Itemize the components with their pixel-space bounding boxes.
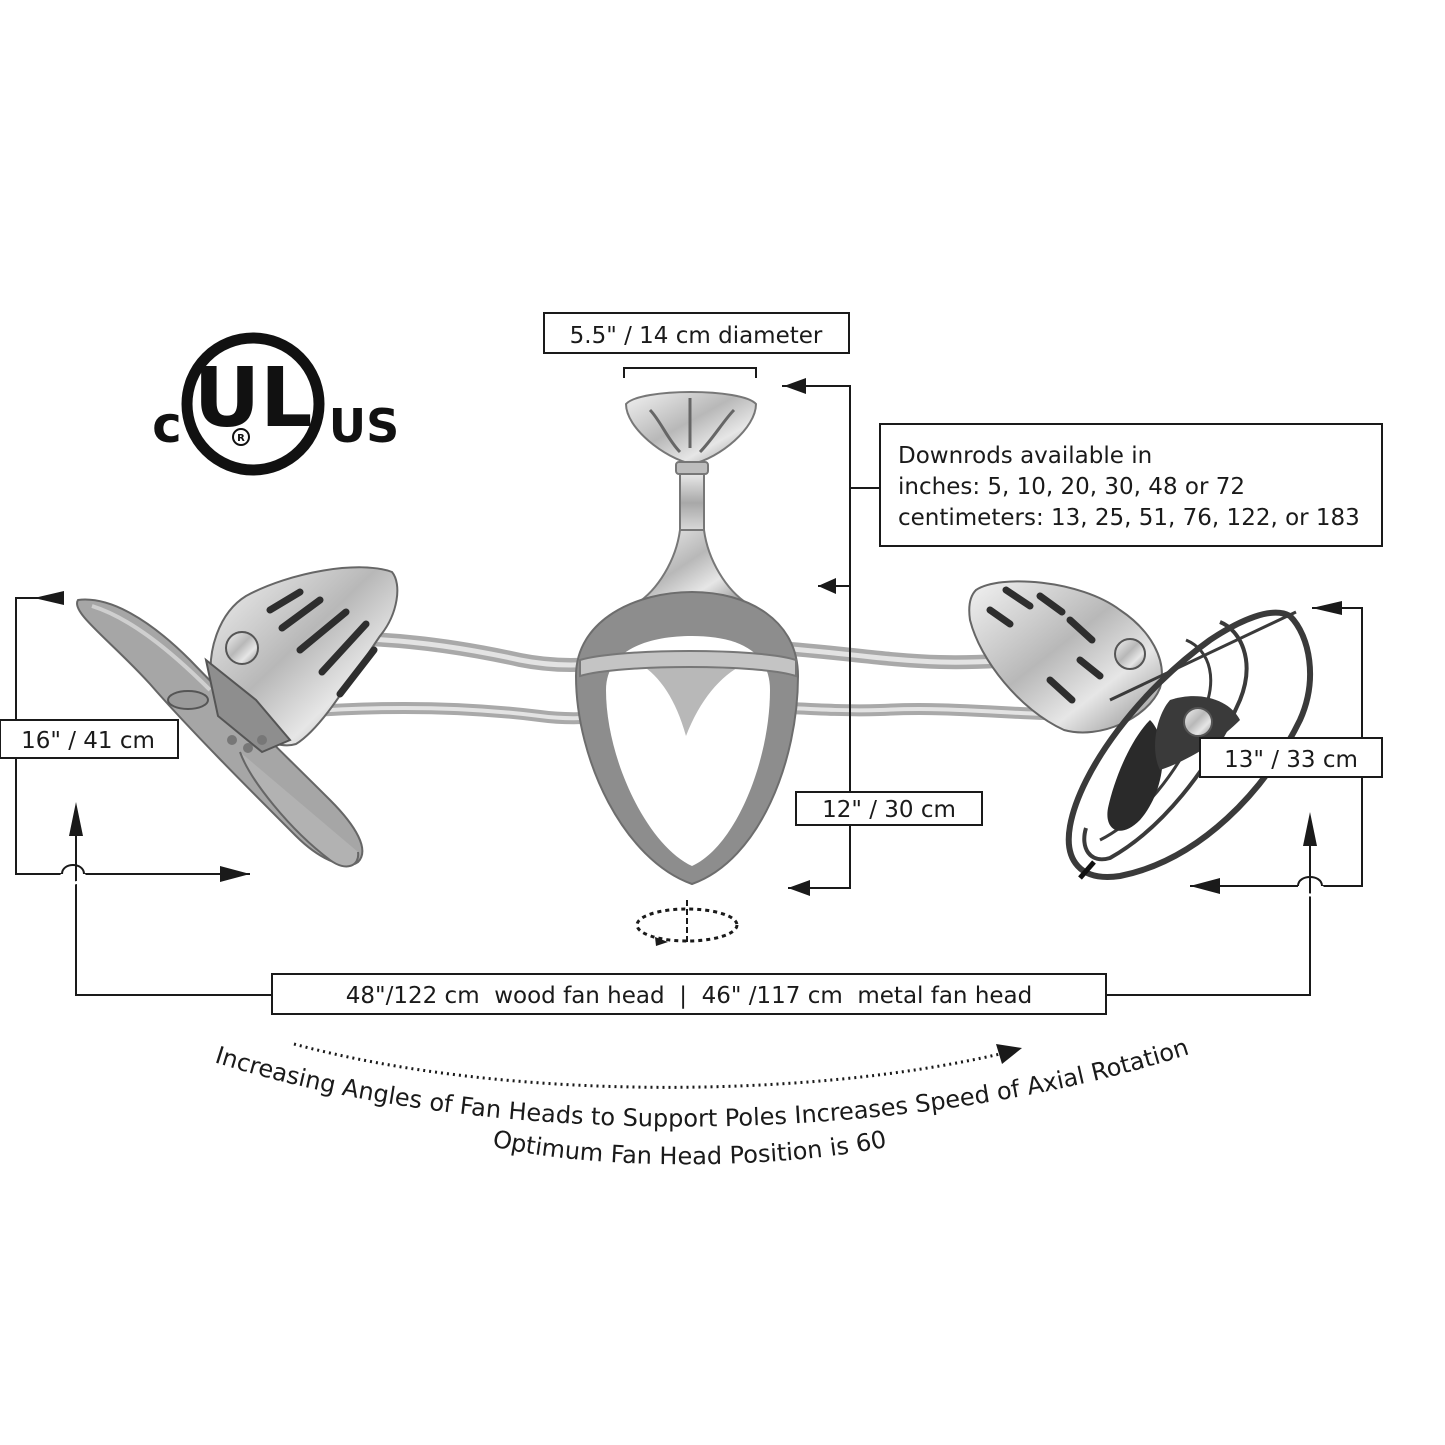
- downrods-inches: inches: 5, 10, 20, 30, 48 or 72: [898, 474, 1245, 500]
- axial-rotation-icon: [635, 900, 739, 946]
- body-height-label: 12" / 30 cm: [822, 797, 956, 823]
- downrods-heading: Downrods available in: [898, 443, 1152, 469]
- overall-width-line-left: [75, 810, 272, 996]
- right-metal-fan-head: [968, 580, 1313, 880]
- fan-illustration: [75, 391, 1313, 946]
- registered-mark: R: [237, 433, 245, 444]
- left-head-height-callout: 16" / 41 cm: [0, 719, 179, 759]
- overall-width-line-right: [1106, 820, 1311, 996]
- right-head-height-callout: 13" / 33 cm: [1199, 737, 1383, 778]
- ul-center-mark: UL: [194, 351, 313, 446]
- body-height-callout: 12" / 30 cm: [795, 791, 983, 826]
- ul-circle-icon: [181, 332, 325, 476]
- rotation-note: Increasing Angles of Fan Heads to Suppor…: [212, 1033, 1192, 1133]
- downrods-callout: Downrods available in inches: 5, 10, 20,…: [879, 423, 1383, 547]
- overall-width-callout: 48"/122 cm wood fan head | 46" /117 cm m…: [271, 973, 1107, 1015]
- left-head-height-label: 16" / 41 cm: [21, 728, 155, 754]
- rotation-note-text: Increasing Angles of Fan Heads to Suppor…: [212, 1033, 1192, 1133]
- body-height-line: [782, 385, 851, 889]
- overall-width-label: 48"/122 cm wood fan head | 46" /117 cm m…: [346, 983, 1033, 1009]
- ul-certification-logo: c UL R US: [152, 332, 399, 476]
- downrods-centimeters: centimeters: 13, 25, 51, 76, 122, or 183: [898, 505, 1360, 531]
- canopy-diameter-label: 5.5" / 14 cm diameter: [570, 323, 823, 349]
- ul-us-mark: US: [329, 399, 399, 453]
- rotation-arc: [293, 1042, 1001, 1089]
- metal-blade-cage-icon: [1065, 609, 1313, 880]
- canopy-bracket: [623, 367, 757, 378]
- rotation-arc-arrow-icon: [996, 1044, 1022, 1064]
- downrod-icon: [679, 473, 705, 533]
- dimension-arrows: [34, 378, 1342, 896]
- canopy-diameter-callout: 5.5" / 14 cm diameter: [543, 312, 850, 354]
- right-motor-housing-icon: [968, 580, 1163, 734]
- ul-c-mark: c: [152, 396, 182, 454]
- left-wood-fan-head: [75, 566, 399, 868]
- right-head-height-label: 13" / 33 cm: [1224, 747, 1358, 773]
- registered-icon: [232, 428, 250, 446]
